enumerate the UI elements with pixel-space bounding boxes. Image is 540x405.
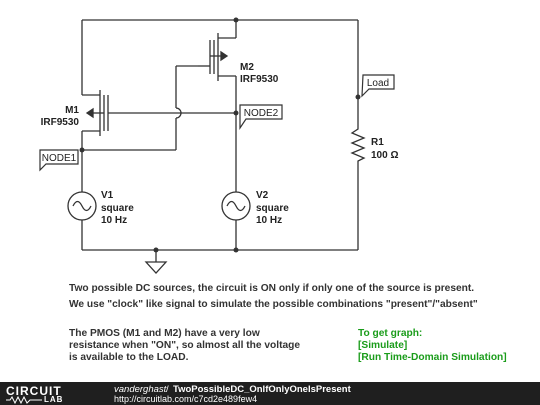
junction-ground	[153, 247, 159, 253]
instructions-step1: [Simulate]	[358, 340, 408, 351]
load-label: Load	[367, 78, 389, 89]
junction-bottom-mid	[233, 247, 239, 253]
r1-name-label: R1	[371, 137, 384, 148]
circuit-title-link[interactable]: TwoPossibleDC_OnIfOnlyOneIsPresent	[173, 384, 351, 395]
v1-type-label: square	[101, 203, 134, 214]
instructions-title: To get graph:	[358, 328, 423, 339]
v2-type-label: square	[256, 203, 289, 214]
junction-node2	[233, 110, 239, 116]
m2-name-label: M2	[240, 62, 254, 73]
junction-node1	[79, 147, 85, 153]
pmos-m2-icon	[198, 33, 229, 81]
author-link[interactable]: vanderghast	[114, 384, 167, 395]
logo-circuit-text: CIRCUIT	[6, 384, 62, 398]
ground-icon	[144, 261, 168, 274]
logo-lab-text: LAB	[44, 395, 64, 404]
node2-label: NODE2	[244, 108, 279, 119]
r1-value-label: 100 Ω	[371, 150, 398, 161]
logo-wave-icon	[6, 396, 42, 404]
circuit-url-link[interactable]: http://circuitlab.com/c7cd2e489few4	[114, 394, 258, 404]
v1-freq-label: 10 Hz	[101, 215, 127, 226]
node1-tag: NODE1	[39, 149, 79, 172]
instructions-step2: [Run Time-Domain Simulation]	[358, 352, 507, 363]
pmos-m1-icon	[85, 90, 109, 136]
circuit-schematic: NODE1 NODE2 Load M1 IRF9530 M2 IRF9530 V…	[39, 17, 398, 274]
description-line2: We use "clock" like signal to simulate t…	[69, 299, 478, 310]
load-tag: Load	[361, 74, 395, 98]
junction-top-mid	[233, 17, 239, 23]
m1-part-label: IRF9530	[41, 117, 80, 128]
footer-bar: CIRCUIT LAB vanderghast / TwoPossibleDC_…	[0, 382, 540, 405]
description-line1: Two possible DC sources, the circuit is …	[69, 283, 475, 294]
m2-part-label: IRF9530	[240, 74, 279, 85]
node2-tag: NODE2	[239, 104, 283, 130]
v1-name-label: V1	[101, 190, 114, 201]
description-para2-line2: resistance when "ON", so almost all the …	[69, 340, 301, 351]
m1-name-label: M1	[65, 105, 79, 116]
source-v1-icon	[67, 191, 97, 221]
description-para2-line1: The PMOS (M1 and M2) have a very low	[69, 328, 260, 339]
description-para2-line3: is available to the LOAD.	[69, 352, 189, 363]
v2-name-label: V2	[256, 190, 269, 201]
v2-freq-label: 10 Hz	[256, 215, 282, 226]
title-separator: /	[166, 384, 169, 395]
source-v2-icon	[221, 191, 251, 221]
junction-load	[355, 94, 361, 100]
resistor-r1-icon	[350, 125, 366, 163]
junctions	[79, 17, 361, 253]
node1-label: NODE1	[42, 153, 77, 164]
